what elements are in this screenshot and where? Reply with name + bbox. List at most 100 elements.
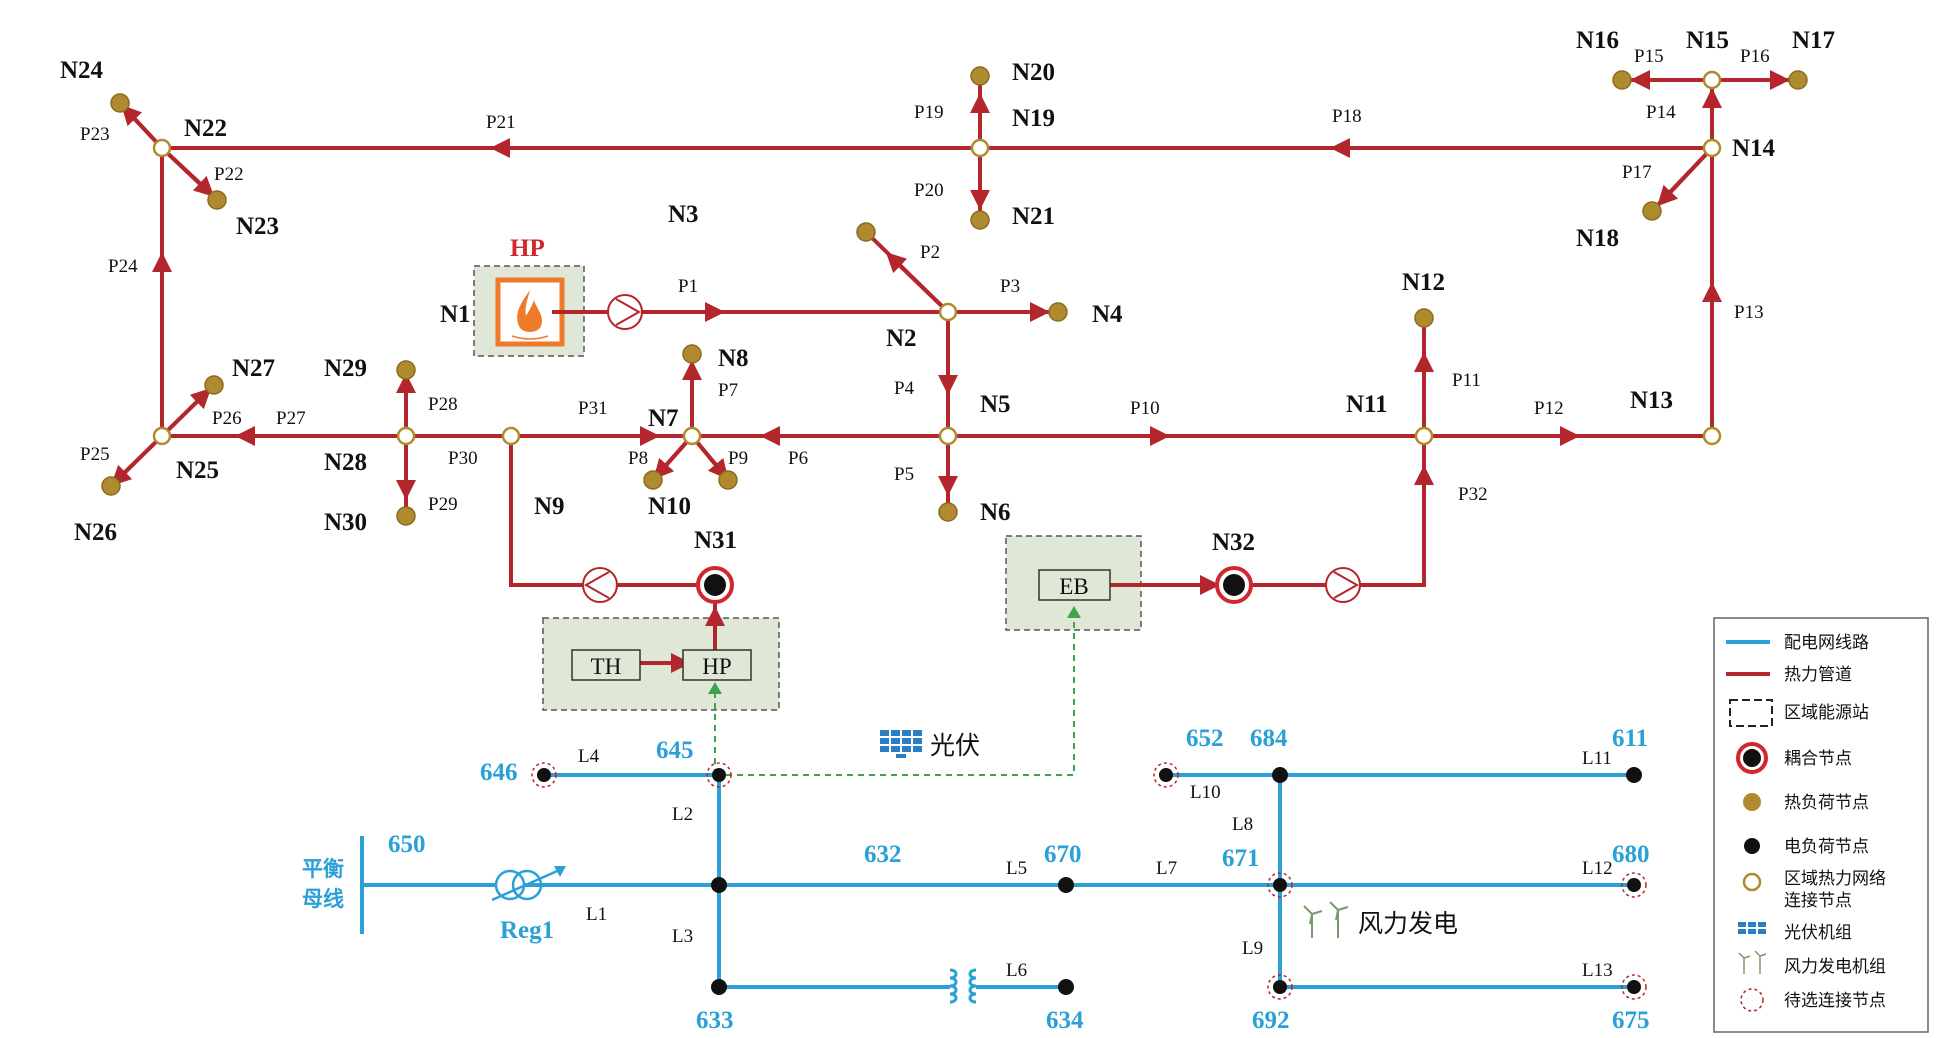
balance-bus-label: 母线: [302, 887, 344, 911]
legend: 配电网线路 热力管道 区域能源站 耦合节点 热负荷节点 电负荷节点 区域热力网络…: [1713, 617, 1929, 1033]
svg-text:P15: P15: [1634, 46, 1664, 67]
svg-text:P23: P23: [80, 124, 110, 145]
svg-text:区域能源站: 区域能源站: [1784, 703, 1869, 723]
svg-text:670: 670: [1044, 841, 1082, 868]
pump-icon: [1325, 567, 1361, 603]
svg-text:P11: P11: [1452, 370, 1481, 391]
svg-text:P12: P12: [1534, 398, 1564, 419]
svg-text:L9: L9: [1242, 938, 1263, 959]
svg-text:N31: N31: [694, 527, 737, 554]
wind-label: 风力发电: [1358, 909, 1458, 938]
svg-text:热负荷节点: 热负荷节点: [1784, 793, 1869, 813]
coupling-node: [696, 566, 734, 604]
th-box: [571, 649, 641, 681]
transformer-icon: [949, 968, 977, 1004]
th-label: TH: [591, 654, 622, 679]
coupling-node: [1215, 566, 1253, 604]
candidate-connection-nodes: [531, 762, 1647, 1000]
svg-text:P19: P19: [914, 102, 944, 123]
svg-text:N25: N25: [176, 457, 219, 484]
svg-text:L2: L2: [672, 804, 693, 825]
svg-text:692: 692: [1252, 1007, 1290, 1034]
hp-box: [682, 649, 752, 681]
eb-box: [1038, 569, 1111, 601]
wind-turbine-icon: [1303, 901, 1349, 938]
svg-text:N16: N16: [1576, 27, 1619, 54]
pump-icon: [582, 567, 618, 603]
svg-text:N17: N17: [1792, 27, 1835, 54]
svg-text:L11: L11: [1582, 748, 1612, 769]
svg-text:N26: N26: [74, 519, 117, 546]
svg-text:P25: P25: [80, 444, 110, 465]
eb-label: EB: [1059, 574, 1088, 599]
svg-text:611: 611: [1612, 725, 1648, 752]
svg-text:P32: P32: [1458, 484, 1488, 505]
svg-text:P24: P24: [108, 256, 138, 277]
svg-text:HP: HP: [510, 235, 545, 262]
svg-text:风力发电机组: 风力发电机组: [1784, 957, 1886, 977]
svg-text:N13: N13: [1630, 387, 1673, 414]
svg-text:N19: N19: [1012, 105, 1055, 132]
svg-text:N15: N15: [1686, 27, 1729, 54]
svg-text:N21: N21: [1012, 203, 1055, 230]
svg-text:P10: P10: [1130, 398, 1160, 419]
pv-label: 光伏: [930, 731, 980, 760]
svg-text:P27: P27: [276, 408, 306, 429]
svg-text:P1: P1: [678, 276, 698, 297]
svg-text:671: 671: [1222, 845, 1260, 872]
svg-text:646: 646: [480, 759, 518, 786]
svg-text:L13: L13: [1582, 960, 1613, 981]
pipe-labels: P1 P2 P3 P4 P5 P6 P7 P8 P9 P10 P11 P12 P…: [80, 46, 1770, 515]
svg-text:N22: N22: [184, 115, 227, 142]
svg-text:N8: N8: [718, 345, 749, 372]
svg-text:P21: P21: [486, 112, 516, 133]
svg-text:P14: P14: [1646, 102, 1676, 123]
heat-load-nodes: [101, 66, 1808, 526]
svg-text:P3: P3: [1000, 276, 1020, 297]
svg-text:632: 632: [864, 841, 902, 868]
svg-text:P18: P18: [1332, 106, 1362, 127]
svg-text:N1: N1: [440, 301, 471, 328]
svg-text:待选连接节点: 待选连接节点: [1784, 991, 1886, 1011]
svg-text:耦合节点: 耦合节点: [1784, 749, 1852, 769]
svg-text:P4: P4: [894, 378, 915, 399]
svg-text:N14: N14: [1732, 135, 1776, 162]
svg-text:N20: N20: [1012, 59, 1055, 86]
svg-text:L1: L1: [586, 904, 607, 925]
svg-text:N32: N32: [1212, 529, 1255, 556]
svg-text:P13: P13: [1734, 302, 1764, 323]
svg-text:P8: P8: [628, 448, 648, 469]
distribution-lines: [360, 773, 1634, 989]
svg-text:N30: N30: [324, 509, 367, 536]
svg-text:P7: P7: [718, 380, 738, 401]
pv-panel-icon: [880, 730, 922, 758]
svg-text:P2: P2: [920, 242, 940, 263]
svg-text:热力管道: 热力管道: [1784, 665, 1852, 685]
svg-text:L4: L4: [578, 746, 600, 767]
bus-labels: 650 645 646 632 633 634 670 671 652 684 …: [388, 725, 1650, 1034]
svg-text:634: 634: [1046, 1007, 1084, 1034]
svg-text:P22: P22: [214, 164, 244, 185]
svg-text:645: 645: [656, 737, 694, 764]
svg-text:N12: N12: [1402, 269, 1445, 296]
line-labels: L1 L2 L3 L4 L5 L6 L7 L8 L9 L10 L11 L12 L…: [578, 746, 1613, 981]
svg-text:光伏机组: 光伏机组: [1784, 923, 1852, 943]
svg-text:N3: N3: [668, 201, 699, 228]
svg-text:N4: N4: [1092, 301, 1123, 328]
svg-text:P31: P31: [578, 398, 608, 419]
svg-text:L3: L3: [672, 926, 693, 947]
svg-text:P9: P9: [728, 448, 748, 469]
svg-text:N24: N24: [60, 57, 104, 84]
svg-text:N9: N9: [534, 493, 565, 520]
energy-station-links: [714, 615, 1075, 776]
svg-text:区域热力网络: 区域热力网络: [1784, 869, 1886, 889]
svg-text:P28: P28: [428, 394, 458, 415]
svg-text:L5: L5: [1006, 858, 1027, 879]
svg-text:P29: P29: [428, 494, 458, 515]
svg-text:电负荷节点: 电负荷节点: [1784, 837, 1869, 857]
pump-icon: [607, 294, 643, 330]
heat-junction-nodes: [152, 70, 1722, 446]
svg-text:N6: N6: [980, 499, 1011, 526]
node-labels: N1 N2 N3 N4 N5 N6 N7 N8 N9 N10 N11 N12 N…: [60, 27, 1835, 556]
svg-text:P16: P16: [1740, 46, 1770, 67]
